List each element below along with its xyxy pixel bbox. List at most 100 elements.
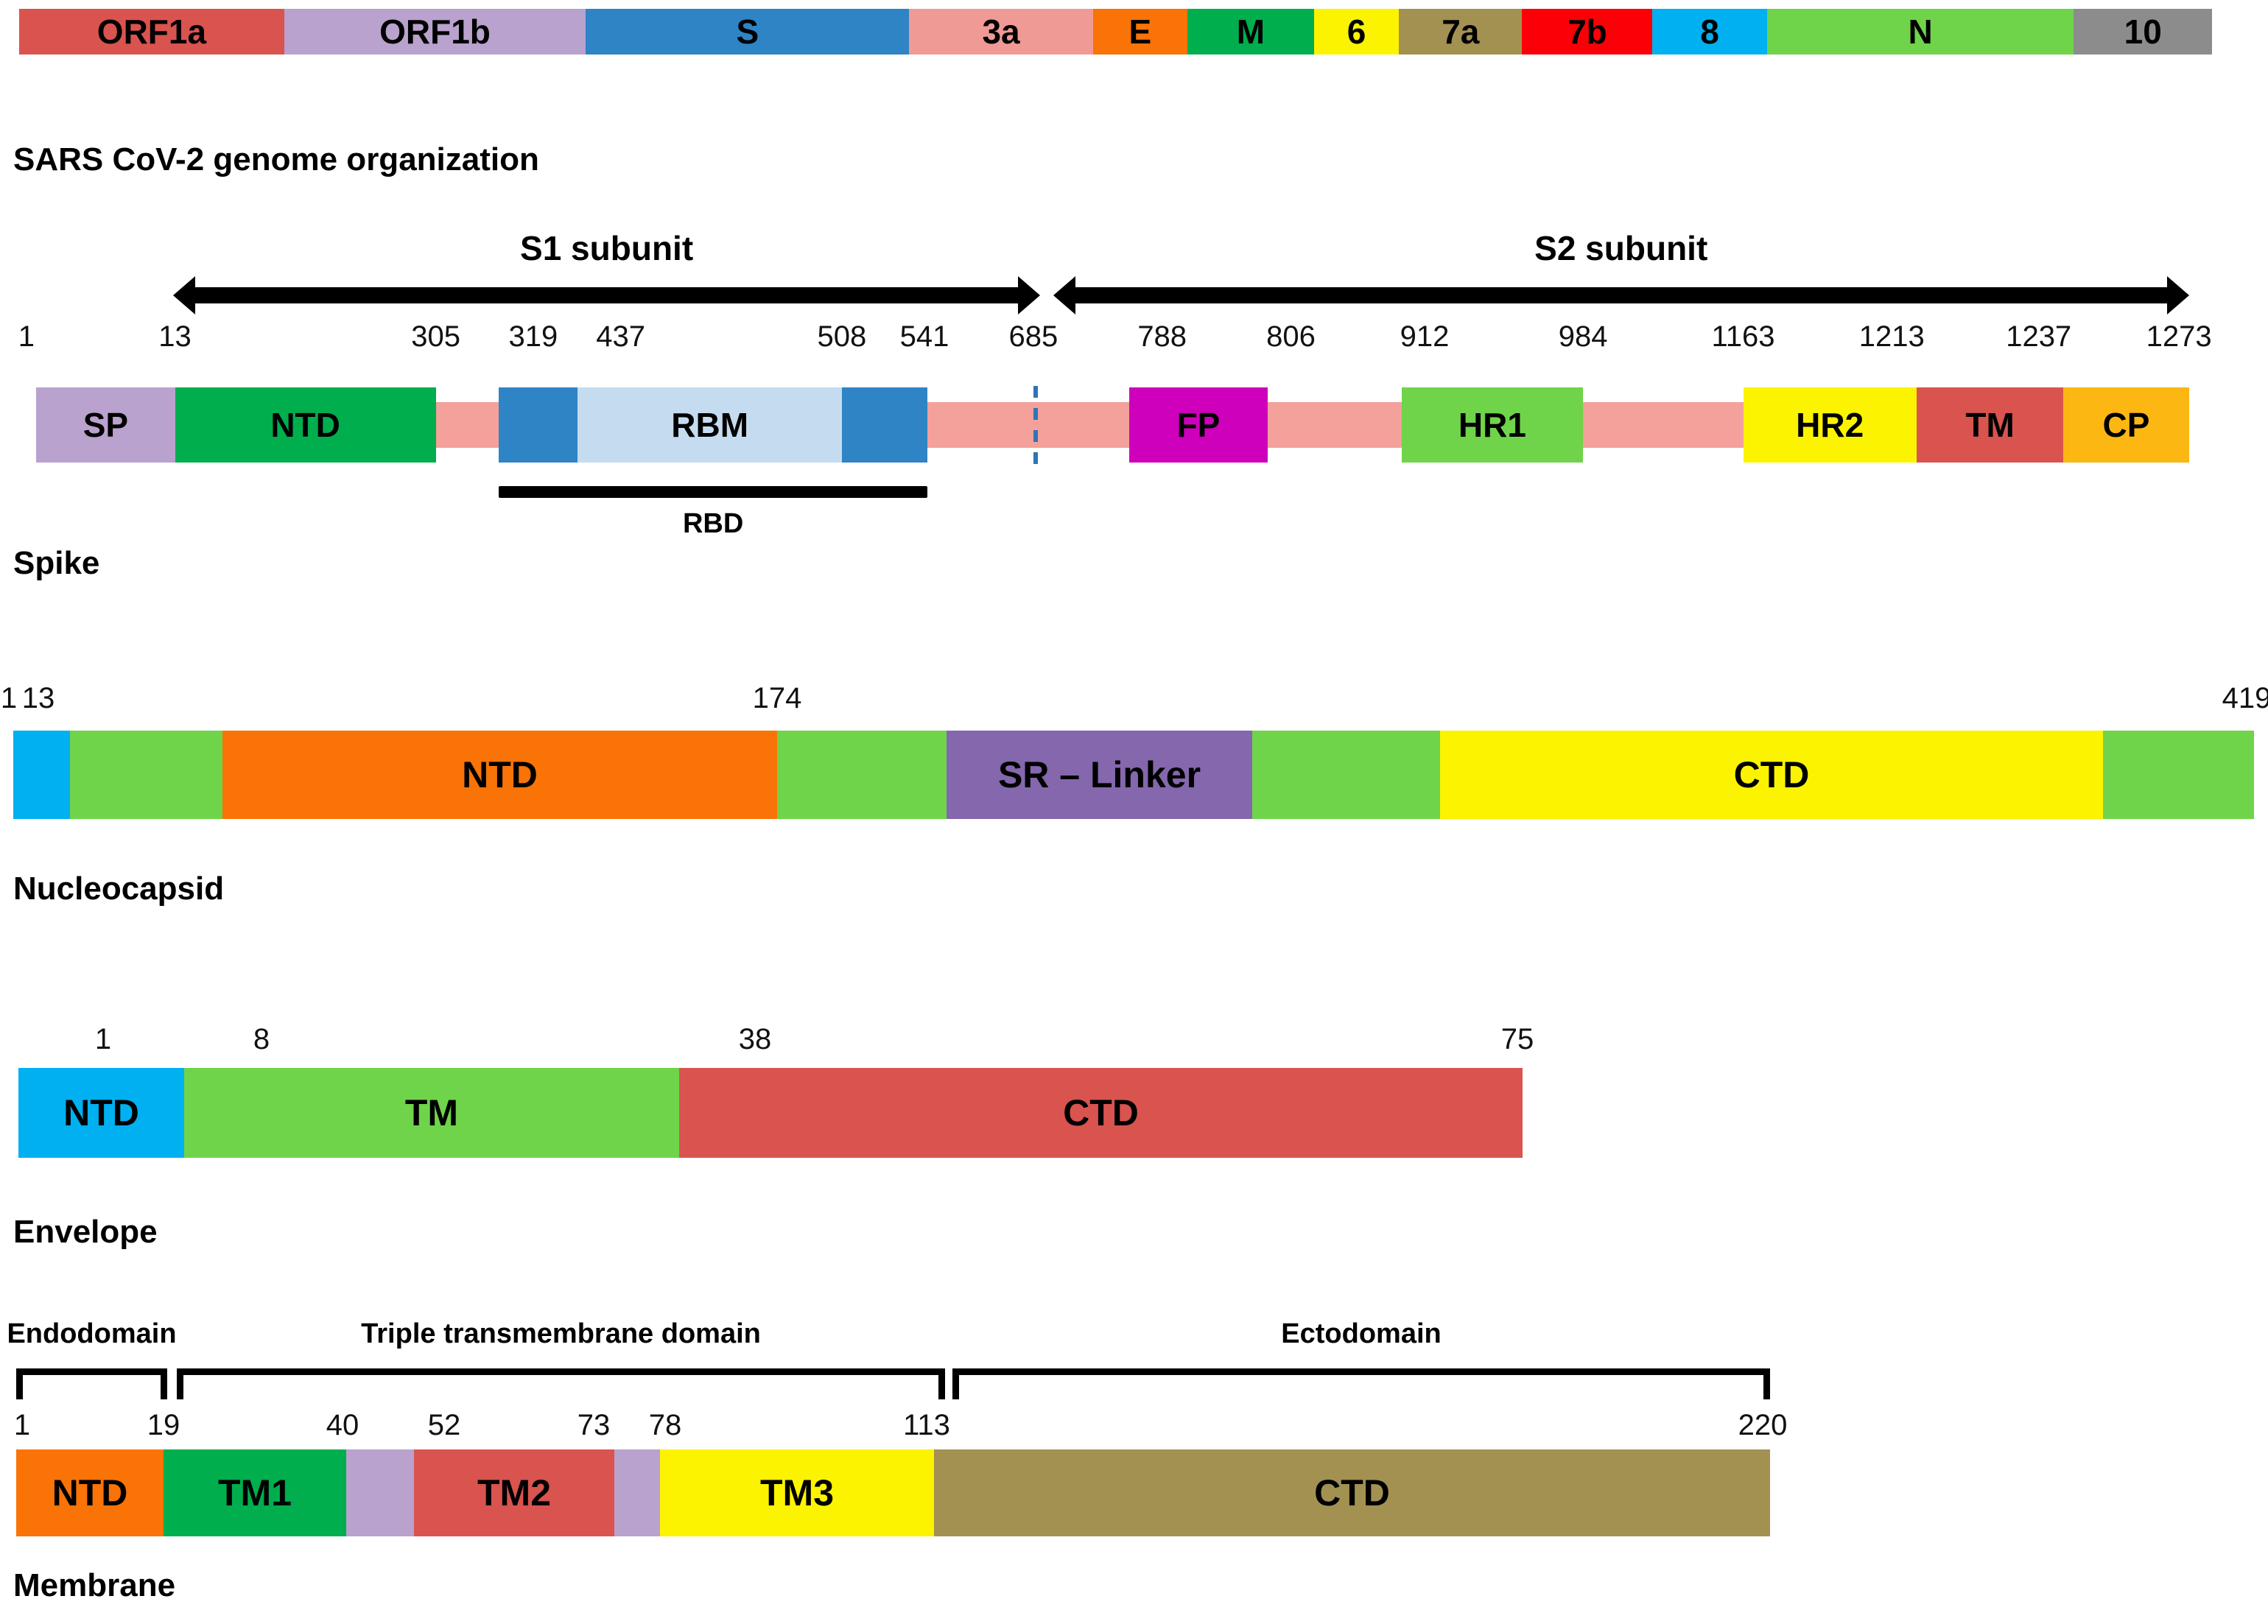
envelope-segment-ctd: CTD	[679, 1068, 1523, 1158]
membrane-tick-40: 40	[326, 1409, 359, 1441]
genome-segment-7b: 7b	[1522, 9, 1653, 55]
genome-segment-10: 10	[2074, 9, 2212, 55]
spike-segment-sp: SP	[36, 387, 175, 463]
membrane-segment-tm2: TM2	[414, 1449, 614, 1536]
membrane-tick-19: 19	[147, 1409, 180, 1441]
spike-segment-hr2: HR2	[1743, 387, 1917, 463]
nucleocapsid-tick-13: 13	[21, 682, 55, 714]
spike-tick-305: 305	[411, 320, 460, 353]
spike-tick-1237: 1237	[2006, 320, 2072, 353]
spike-tick-1213: 1213	[1858, 320, 1925, 353]
nucleocapsid-segment-spacer	[777, 731, 947, 819]
spike-tick-1273: 1273	[2146, 320, 2212, 353]
nucleocapsid-tick-419: 419	[2222, 682, 2268, 714]
genome-caption: SARS CoV-2 genome organization	[13, 141, 539, 177]
spike-segment-spacer	[498, 387, 578, 463]
spike-segment-cp: CP	[2063, 387, 2189, 463]
envelope-caption: Envelope	[13, 1214, 158, 1250]
spike-tick-685: 685	[1008, 320, 1058, 353]
genome-segment-n: N	[1766, 9, 2074, 55]
membrane-segment-ntd: NTD	[16, 1449, 164, 1536]
spike-tick-13: 13	[158, 320, 192, 353]
membrane-tick-1: 1	[13, 1409, 31, 1441]
rbd-underline	[498, 486, 928, 498]
nucleocapsid-segment-sr-linker: SR – Linker	[947, 731, 1252, 819]
membrane-bracket-ectodomain	[952, 1368, 1770, 1399]
nucleocapsid-segment-spacer	[13, 731, 70, 819]
spike-segment-hr1: HR1	[1401, 387, 1584, 463]
spike-segment-rbm: RBM	[577, 387, 842, 463]
membrane-segment-spacer	[346, 1449, 414, 1536]
membrane-tick-78: 78	[648, 1409, 682, 1441]
spike-segment-ntd: NTD	[175, 387, 436, 463]
nucleocapsid-segment-ntd: NTD	[222, 731, 777, 819]
membrane-tick-113: 113	[903, 1409, 950, 1441]
nucleocapsid-segment-ctd: CTD	[1440, 731, 2103, 819]
spike-tick-912: 912	[1400, 320, 1450, 353]
membrane-tick-73: 73	[577, 1409, 611, 1441]
membrane-segment-tm3: TM3	[660, 1449, 934, 1536]
genome-segment-m: M	[1187, 9, 1314, 55]
nucleocapsid-segment-spacer	[70, 731, 222, 819]
spike-tick-984: 984	[1558, 320, 1608, 353]
spike-subunit-label-s1: S1 subunit	[520, 229, 694, 267]
nucleocapsid-domain-bar: NTD SR – Linker CTD	[0, 731, 2268, 819]
membrane-caption: Membrane	[13, 1567, 176, 1603]
spike-caption: Spike	[13, 545, 100, 581]
rbd-label: RBD	[682, 508, 744, 539]
genome-segment-orf1b: ORF1b	[284, 9, 586, 55]
genome-segment-7a: 7a	[1399, 9, 1523, 55]
arrow-right-head-icon	[2166, 276, 2189, 314]
nucleocapsid-segment-spacer	[1252, 731, 1440, 819]
membrane-bracket-label-endodomain: Endodomain	[7, 1318, 177, 1349]
envelope-segment-ntd: NTD	[18, 1068, 184, 1158]
membrane-segment-ctd: CTD	[934, 1449, 1770, 1536]
arrow-left-head-icon	[173, 276, 196, 314]
spike-tick-806: 806	[1266, 320, 1316, 353]
genome-segment-8: 8	[1652, 9, 1767, 55]
spike-tick-labels: 1 13 305 319 437 508 541 685 788 806 912 984 1163 121…	[0, 320, 2268, 354]
spike-segment-fp: FP	[1128, 387, 1268, 463]
envelope-tick-1: 1	[94, 1023, 112, 1055]
nucleocapsid-segment-spacer	[2103, 731, 2254, 819]
membrane-bracket-triple-transmembrane-domain	[177, 1368, 945, 1399]
genome-segment-s: S	[586, 9, 910, 55]
envelope-tick-75: 75	[1500, 1023, 1534, 1055]
genome-segment-6: 6	[1313, 9, 1400, 55]
membrane-segment-tm1: TM1	[164, 1449, 346, 1536]
nucleocapsid-tick-174: 174	[752, 682, 802, 714]
membrane-tick-labels: 1 19 40 52 73 78 113 220	[0, 1408, 2268, 1442]
spike-tick-437: 437	[596, 320, 645, 353]
spike-tick-508: 508	[817, 320, 867, 353]
spike-segment-tm: TM	[1916, 387, 2064, 463]
furin-cleavage-marker	[1033, 386, 1038, 465]
membrane-bracket-endodomain	[16, 1368, 167, 1399]
genome-segment-orf1a: ORF1a	[19, 9, 284, 55]
spike-subunit-arrow-s1	[195, 287, 1018, 303]
arrow-left-head-icon	[1053, 276, 1075, 314]
envelope-tick-38: 38	[738, 1023, 772, 1055]
spike-tick-1: 1	[18, 320, 35, 353]
membrane-bracket-label-ectodomain: Ectodomain	[1281, 1318, 1442, 1349]
arrow-right-head-icon	[1017, 276, 1040, 314]
membrane-segment-spacer	[614, 1449, 660, 1536]
genome-segment-e: E	[1092, 9, 1187, 55]
spike-subunit-arrow-s2	[1075, 287, 2167, 303]
spike-segment-spacer	[841, 387, 928, 463]
genome-segment-3a: 3a	[909, 9, 1093, 55]
spike-tick-788: 788	[1137, 320, 1187, 353]
spike-tick-541: 541	[899, 320, 949, 353]
nucleocapsid-caption: Nucleocapsid	[13, 871, 225, 907]
spike-tick-1163: 1163	[1711, 320, 1775, 353]
spike-subunit-label-s2: S2 subunit	[1534, 229, 1708, 267]
spike-tick-319: 319	[508, 320, 558, 353]
membrane-tick-220: 220	[1738, 1409, 1788, 1441]
membrane-bracket-label-triple-transmembrane-domain: Triple transmembrane domain	[361, 1318, 761, 1349]
envelope-segment-tm: TM	[184, 1068, 679, 1158]
membrane-tick-52: 52	[427, 1409, 461, 1441]
